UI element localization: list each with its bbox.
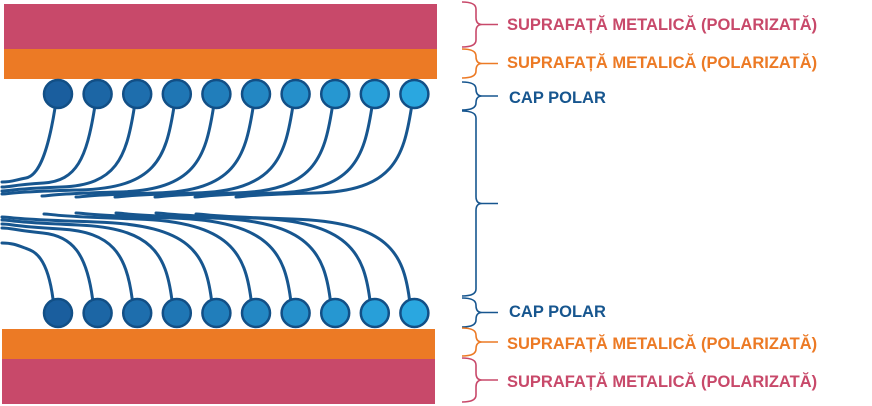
bottom-tail-7 [74, 211, 293, 301]
bottom-metal-surface-outer [2, 359, 435, 404]
top-tail-1 [0, 106, 57, 184]
top-tail-8 [153, 106, 334, 199]
label-top-polar-head: CAP POLAR [509, 89, 606, 107]
label-bottom-polar-head: CAP POLAR [509, 303, 606, 321]
top-polar-head-8 [319, 78, 351, 110]
top-tail-4 [0, 106, 176, 196]
top-tail-5 [40, 106, 215, 198]
bottom-tail-4 [0, 218, 174, 301]
label-top-outer-surface: SUPRAFAȚĂ METALICĂ (POLARIZATĂ) [507, 15, 817, 34]
label-bottom-inner-surface: SUPRAFAȚĂ METALICĂ (POLARIZATĂ) [507, 334, 817, 353]
bottom-tail-6 [42, 212, 253, 301]
bracket-top-inner [461, 48, 498, 79]
bracket-bottom-heads [461, 297, 498, 328]
top-tail-10 [234, 106, 413, 199]
top-tail-3 [0, 106, 136, 193]
bottom-polar-head-5 [201, 297, 232, 329]
top-polar-head-9 [359, 78, 391, 110]
bottom-polar-head-10 [399, 297, 430, 329]
bracket-tails [461, 110, 498, 297]
top-polar-head-6 [240, 78, 272, 110]
top-polar-head-1 [42, 78, 74, 110]
bracket-bottom-outer [461, 357, 498, 403]
top-tail-2 [0, 106, 97, 189]
top-polar-head-4 [161, 78, 193, 110]
top-metal-surface-outer [4, 4, 437, 49]
bottom-tails-group [0, 211, 411, 301]
bottom-polar-head-2 [82, 297, 113, 329]
top-polar-head-3 [121, 78, 153, 110]
bottom-polar-head-3 [121, 297, 153, 329]
bottom-tail-1 [0, 241, 55, 301]
top-metal-surface-inner [4, 49, 437, 79]
bottom-polar-head-1 [42, 297, 74, 329]
bottom-tail-5 [0, 215, 213, 301]
top-tail-7 [113, 106, 295, 199]
bottom-polar-head-6 [240, 297, 272, 329]
bottom-polar-head-7 [280, 297, 311, 329]
top-tail-9 [193, 106, 374, 199]
bracket-top-heads [461, 81, 498, 111]
top-polar-head-10 [399, 78, 430, 110]
bracket-bottom-inner [461, 327, 498, 357]
bottom-polar-head-8 [319, 297, 351, 329]
top-polar-head-5 [201, 78, 232, 110]
bottom-tail-2 [0, 226, 95, 301]
bottom-tail-10 [194, 212, 411, 301]
top-polar-head-2 [82, 78, 113, 110]
label-bottom-outer-surface: SUPRAFAȚĂ METALICĂ (POLARIZATĂ) [507, 372, 817, 391]
top-tails-group [0, 106, 413, 199]
bracket-top-outer [461, 1, 498, 48]
top-polar-head-7 [280, 78, 311, 110]
top-polar-heads-group [42, 78, 430, 110]
bottom-polar-head-4 [161, 297, 193, 329]
bottom-tail-8 [114, 211, 332, 301]
bottom-polar-head-9 [359, 297, 391, 329]
bottom-metal-surface-inner [2, 329, 435, 359]
bottom-tail-3 [0, 222, 134, 301]
label-top-inner-surface: SUPRAFAȚĂ METALICĂ (POLARIZATĂ) [507, 53, 817, 72]
bottom-polar-heads-group [42, 297, 430, 329]
